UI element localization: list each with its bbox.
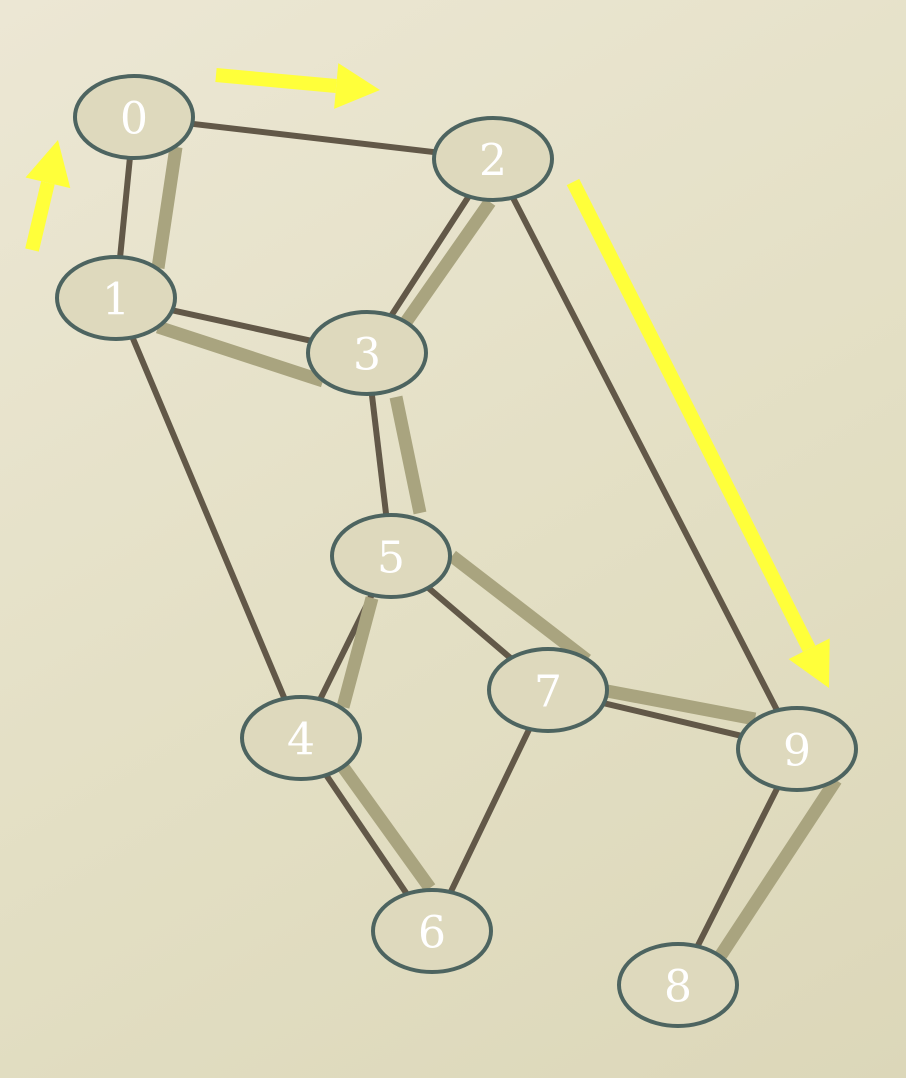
node-label: 3 (353, 330, 381, 381)
arrow-shaft (25, 181, 55, 252)
node-ellipse (306, 310, 428, 396)
node-ellipse (330, 513, 452, 599)
node-label: 4 (287, 715, 315, 766)
node-ellipse (73, 74, 195, 160)
highlighted-edge-7-9 (605, 684, 757, 726)
highlighted-edge-1-3 (155, 320, 326, 388)
node-4: 4 (240, 695, 362, 781)
node-ellipse (617, 942, 739, 1028)
node-ellipse (736, 706, 858, 792)
traversal-arrow-2-9 (566, 178, 830, 688)
node-ellipse (487, 647, 609, 733)
node-label: 5 (377, 533, 405, 584)
edge-1-3 (171, 307, 312, 344)
edges-layer (117, 120, 781, 948)
node-label: 8 (664, 962, 692, 1013)
edge-0-2 (191, 120, 436, 156)
traversal-arrows-layer (25, 63, 830, 688)
arrow-head (334, 63, 380, 109)
traversal-arrow-1-0 (25, 140, 71, 252)
node-7: 7 (487, 647, 609, 733)
traversal-arrow-0-2 (215, 63, 380, 109)
node-label: 9 (783, 726, 811, 777)
node-6: 6 (371, 888, 493, 974)
node-label: 2 (479, 136, 507, 187)
arrow-head (25, 140, 71, 189)
node-0: 0 (73, 74, 195, 160)
arrow-shaft (215, 68, 337, 93)
edge-7-9 (603, 700, 742, 739)
edge-4-6 (323, 773, 410, 896)
edge-0-1 (117, 157, 133, 258)
edge-3-5 (368, 393, 390, 516)
edge-6-7 (447, 727, 533, 894)
highlighted-edge-3-5 (389, 395, 427, 515)
highlighted-edge-4-6 (337, 763, 436, 892)
node-label: 7 (534, 667, 562, 718)
node-3: 3 (306, 310, 428, 396)
highlighted-edge-3-2 (400, 198, 496, 326)
highlighted-edge-5-7 (448, 550, 591, 666)
node-5: 5 (330, 513, 452, 599)
edge-2-9 (510, 196, 780, 712)
edge-1-4 (129, 336, 288, 700)
nodes-layer: 0 1 2 3 4 5 6 7 8 9 (55, 74, 858, 1028)
edge-5-7 (426, 585, 513, 661)
node-label: 6 (418, 908, 446, 959)
node-8: 8 (617, 942, 739, 1028)
highlighted-edge-5-4 (336, 596, 379, 709)
node-label: 1 (102, 275, 130, 326)
node-ellipse (55, 255, 177, 341)
edge-2-3 (388, 194, 472, 318)
highlighted-path-layer (151, 146, 842, 959)
edge-9-8 (694, 786, 781, 948)
node-1: 1 (55, 255, 177, 341)
node-2: 2 (432, 116, 554, 202)
highlighted-edge-9-8 (715, 776, 842, 959)
node-ellipse (371, 888, 493, 974)
highlighted-edge-0-1 (151, 146, 183, 269)
node-ellipse (240, 695, 362, 781)
node-label: 0 (120, 94, 148, 145)
arrow-shaft (566, 178, 816, 652)
node-ellipse (432, 116, 554, 202)
node-9: 9 (736, 706, 858, 792)
arrow-head (788, 638, 830, 688)
